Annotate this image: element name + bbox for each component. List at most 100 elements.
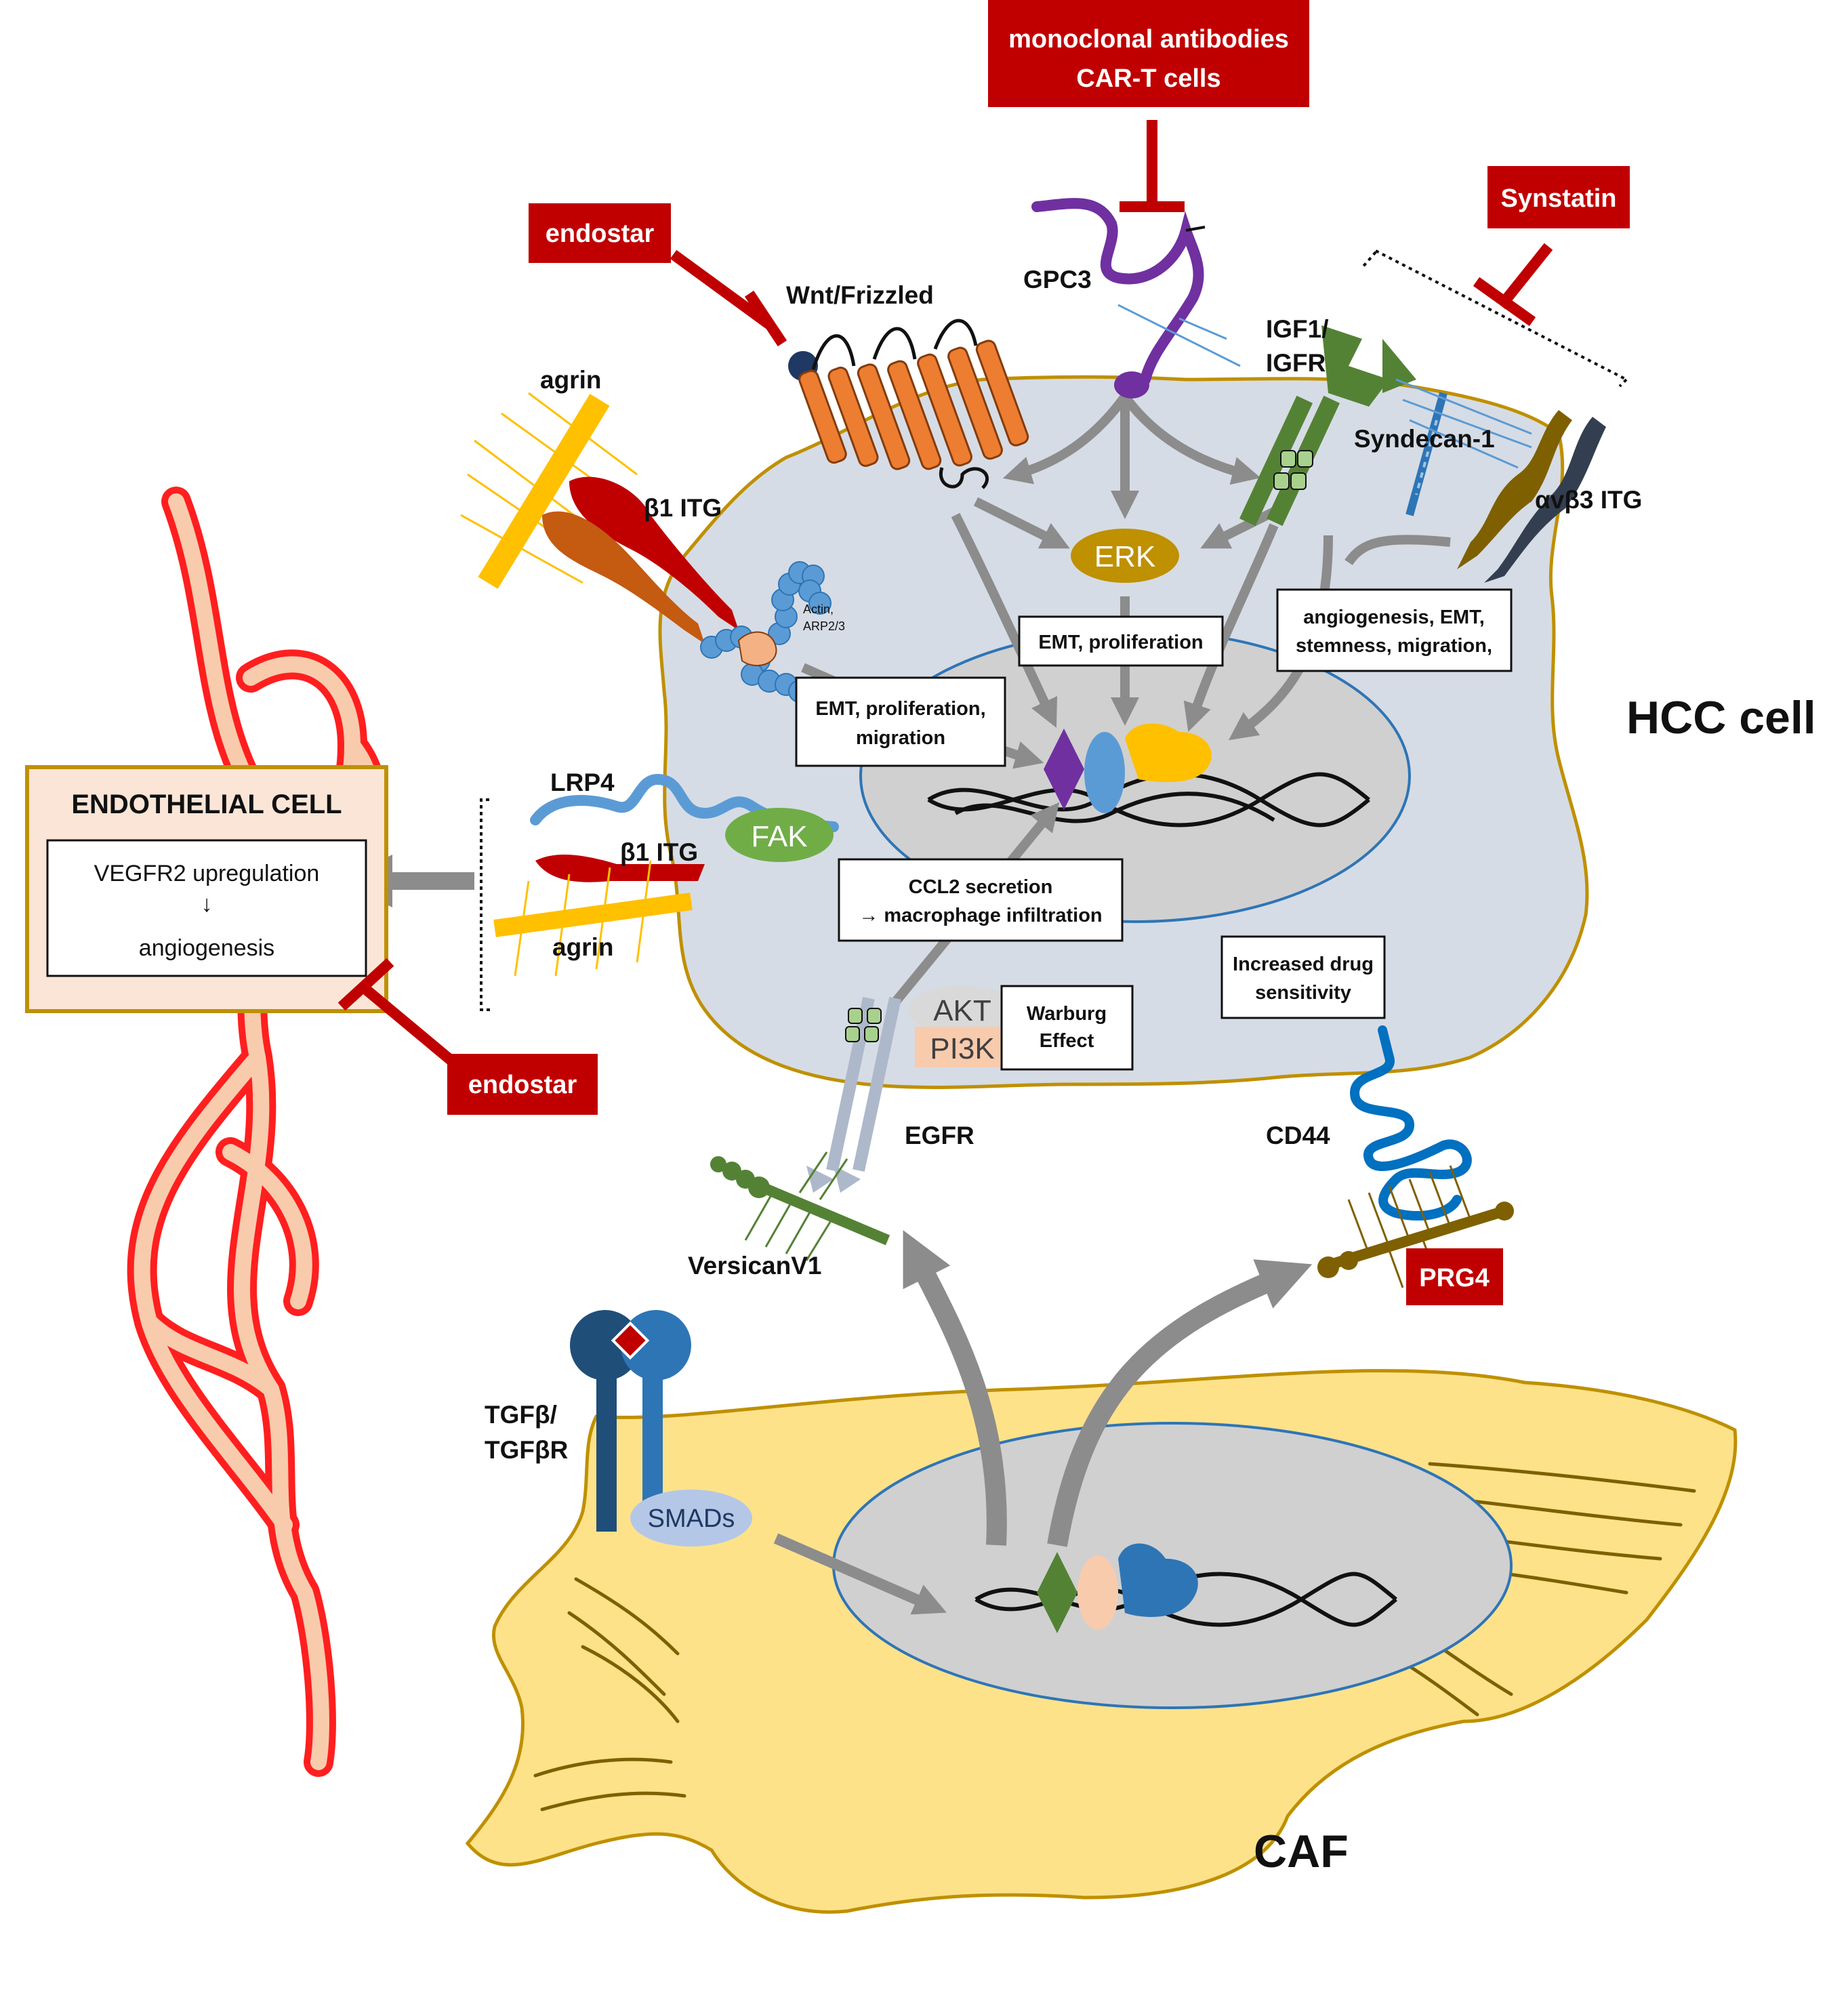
car-t-label: CAR-T cells — [1076, 64, 1220, 93]
syndecan-1-molecule — [1395, 378, 1532, 516]
fak-label: FAK — [751, 820, 807, 853]
caf-transcription-factors — [1037, 1543, 1198, 1633]
endostar-top-box — [529, 203, 671, 263]
drug-labels: monoclonal antibodies CAR-T cells Synsta… — [447, 0, 1630, 1305]
gpc3-to-wnt-arrow — [1002, 393, 1129, 485]
endothelial-cell-box: ENDOTHELIAL CELL VEGFR2 upregulation ↓ a… — [25, 765, 388, 1013]
egfr-label: EGFR — [905, 1122, 974, 1149]
igf-to-erk-arrow — [1200, 507, 1277, 549]
wnt-to-erk-arrow — [973, 497, 1070, 549]
erk-label: ERK — [1094, 540, 1155, 573]
angiogenesis-line1: angiogenesis, EMT, — [1303, 607, 1485, 628]
avb3-itg-label: αvβ3 ITG — [1535, 486, 1642, 514]
b1-itg-top-molecule — [542, 476, 739, 644]
tgfb-receptor — [570, 1310, 752, 1547]
cd44-receptor — [1350, 1025, 1472, 1221]
gpc3-to-igf-arrow — [1121, 393, 1261, 485]
agrin-mid-label: agrin — [552, 933, 613, 961]
emt-prolif-text: EMT, proliferation — [1038, 632, 1203, 653]
wnt-frizzled-receptor — [788, 319, 1029, 489]
angiogenesis-box — [1276, 588, 1513, 672]
angiogenesis-text: angiogenesis — [139, 935, 274, 961]
endostar-bottom-inhibition — [337, 958, 455, 1065]
gpc3-molecule — [1031, 198, 1241, 398]
drug-sensitivity-line1: Increased drug — [1233, 954, 1374, 975]
synstatin-box — [1487, 166, 1630, 228]
emt-migration-line1: EMT, proliferation, — [815, 698, 985, 720]
prg4-label: PRG4 — [1419, 1264, 1489, 1292]
drug-sensitivity-box — [1220, 935, 1386, 1019]
ccl2-box — [838, 858, 1124, 942]
versican-v1-molecule — [710, 1151, 890, 1261]
akt-label: AKT — [933, 994, 991, 1027]
fak-ellipse — [725, 808, 834, 862]
wnt-to-nucleus-arrow — [951, 512, 1058, 729]
avb3-integrin — [1457, 410, 1606, 583]
mab-inhibition — [1120, 120, 1185, 212]
emt-prolif-box — [1018, 615, 1224, 667]
igfr-label: IGFR — [1266, 349, 1326, 377]
caf-to-prg4-arrow — [1047, 1259, 1313, 1547]
b1-itg-mid-label: β1 ITG — [620, 838, 698, 866]
blood-vessel — [127, 487, 388, 1777]
lrp4-label: LRP4 — [550, 769, 615, 796]
egfr-receptor — [806, 996, 901, 1193]
tgfb-label: TGFβ/ — [485, 1401, 557, 1429]
angiogenesis-line2: stemness, migration, — [1296, 635, 1492, 657]
lrp4-complex — [480, 773, 839, 1011]
arp23-label: ARP2/3 — [803, 619, 845, 633]
tgfbr-label: TGFβR — [485, 1436, 568, 1464]
avb3-branch-arrow — [1344, 535, 1451, 566]
endostar-top-inhibition — [670, 249, 787, 347]
mab-label: monoclonal antibodies — [1008, 25, 1289, 54]
emt-migration-box — [795, 676, 1006, 767]
smads-ellipse — [630, 1490, 752, 1547]
endostar-bottom-label: endostar — [468, 1071, 577, 1099]
igf1-label: IGF1/ — [1266, 315, 1329, 343]
smads-label: SMADs — [648, 1504, 735, 1533]
caf-to-versican-arrow — [903, 1230, 1007, 1546]
drug-sensitivity-line2: sensitivity — [1255, 982, 1351, 1004]
wnt-frizzled-label: Wnt/Frizzled — [786, 281, 934, 309]
erk-ellipse — [1071, 529, 1179, 583]
inhibition-lines — [337, 120, 1553, 1065]
prg4-molecule — [1317, 1165, 1514, 1288]
actin-label: Actin, — [803, 602, 834, 616]
emt-migration-line2: migration — [856, 727, 945, 749]
prg4-box — [1406, 1248, 1503, 1305]
igf-to-nucleus-arrow — [1183, 523, 1279, 732]
warburg-line2: Effect — [1040, 1030, 1094, 1052]
mab-car-t-box — [988, 0, 1309, 107]
cd44-label: CD44 — [1266, 1122, 1330, 1149]
molecule-labels: Wnt/Frizzled GPC3 IGF1/ IGFR Syndecan-1 … — [485, 266, 1642, 1533]
hcc-cell-label: HCC cell — [1626, 692, 1816, 743]
warburg-box — [1000, 985, 1134, 1071]
endothelial-cell-title: ENDOTHELIAL CELL — [71, 790, 342, 819]
agrin-mid-molecule — [493, 860, 693, 977]
versican-v1-label: VersicanV1 — [688, 1252, 821, 1280]
akt-ellipse — [908, 985, 1017, 1034]
pi3k-box — [915, 1027, 1010, 1067]
smads-to-nucleus-arrow — [773, 1533, 947, 1615]
caf-secretion-arrows — [903, 1230, 1313, 1547]
vegfr2-upregulation-text: VEGFR2 upregulation — [94, 861, 320, 886]
pi3k-label: PI3K — [930, 1032, 994, 1065]
igf1-igfr-receptor — [1239, 325, 1416, 527]
agrin-top-label: agrin — [540, 366, 601, 394]
syndecan-1-label: Syndecan-1 — [1354, 425, 1495, 453]
endostar-top-label: endostar — [546, 220, 655, 248]
endostar-bottom-box — [447, 1054, 598, 1115]
tgfb-ligand-diamond — [611, 1321, 650, 1360]
warburg-line1: Warburg — [1027, 1003, 1107, 1025]
synstatin-bracket — [1375, 249, 1628, 388]
ccl2-line2: → macrophage infiltration — [859, 905, 1102, 926]
gpc3-label: GPC3 — [1023, 266, 1092, 293]
lrp4-bracket — [480, 798, 491, 1011]
synstatin-label: Synstatin — [1500, 184, 1616, 213]
synstatin-inhibition — [1473, 243, 1553, 327]
effect-boxes: EMT, proliferation angiogenesis, EMT, st… — [795, 588, 1513, 1071]
hcc-transcription-factors — [1044, 723, 1212, 813]
akt-pi3k-complex — [908, 985, 1017, 1067]
